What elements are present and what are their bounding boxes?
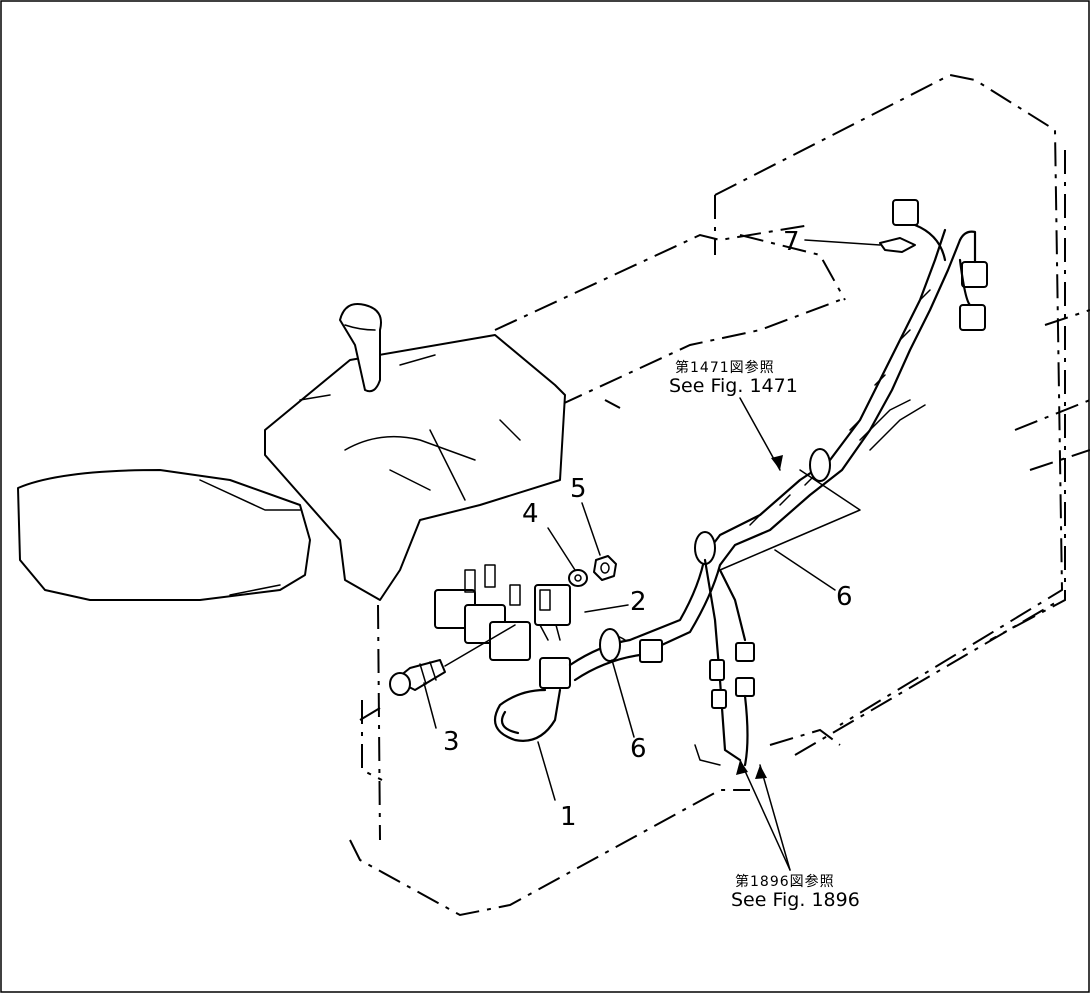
armrest bbox=[17, 469, 311, 601]
part-number-6b: 6 bbox=[836, 582, 853, 612]
reference-1471-en: See Fig. 1471 bbox=[669, 375, 798, 397]
part-number-7: 7 bbox=[783, 227, 800, 257]
lever-knob bbox=[339, 303, 436, 393]
reference-1896-en: See Fig. 1896 bbox=[731, 889, 860, 911]
part-number-3: 3 bbox=[443, 727, 460, 757]
branch-wiring bbox=[694, 558, 755, 767]
washer bbox=[568, 569, 588, 587]
leader-lines bbox=[423, 239, 881, 871]
part-number-5: 5 bbox=[570, 474, 587, 504]
part-number-4: 4 bbox=[522, 499, 539, 529]
seat bbox=[264, 334, 566, 601]
part-number-1: 1 bbox=[560, 802, 577, 832]
bolt bbox=[389, 624, 516, 696]
reference-1896-jp: 第1896図参照 bbox=[735, 873, 835, 890]
relay-assembly bbox=[434, 564, 571, 661]
part-number-6a: 6 bbox=[630, 734, 647, 764]
part-number-2: 2 bbox=[630, 587, 647, 617]
reference-1471-jp: 第1471図参照 bbox=[675, 359, 775, 376]
machine-body-outline bbox=[349, 73, 1090, 917]
clamp bbox=[599, 448, 861, 662]
mounting-plate bbox=[879, 237, 916, 253]
nut bbox=[593, 555, 617, 581]
